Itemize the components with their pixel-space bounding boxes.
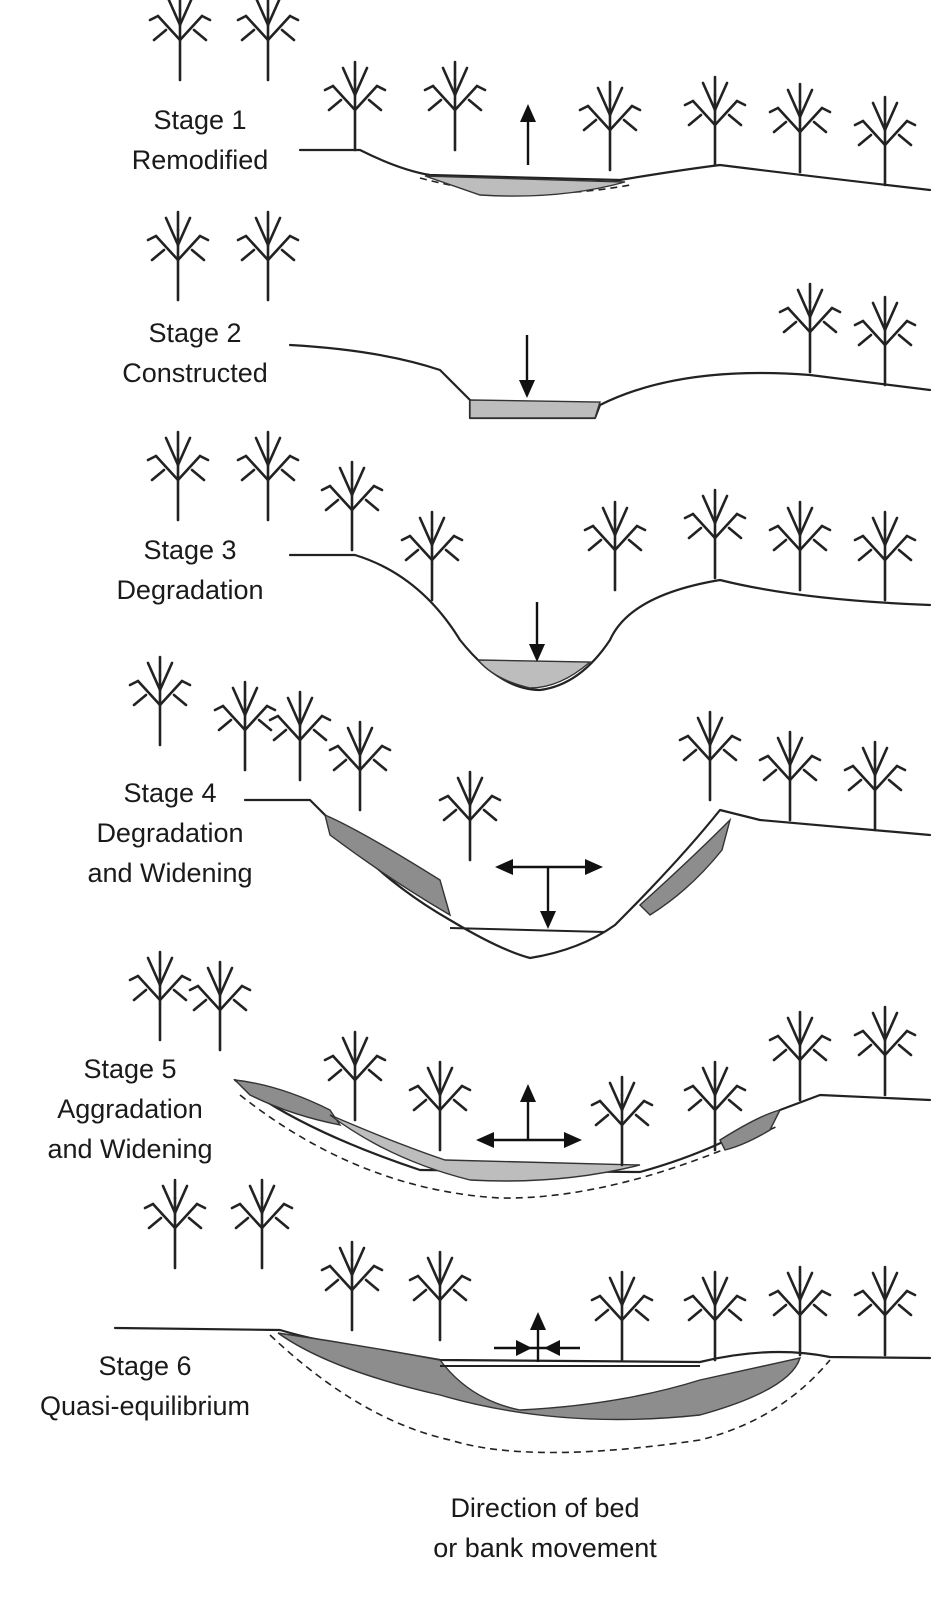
stage-4-label: Stage 4 Degradation and Widening (50, 773, 290, 893)
stage-6-label: Stage 6 Quasi-equilibrium (0, 1346, 290, 1426)
stage-2-label: Stage 2 Constructed (90, 313, 300, 393)
stage-3-label: Stage 3 Degradation (80, 530, 300, 610)
movement-caption: Direction of bed or bank movement (380, 1488, 710, 1568)
tree-icon (145, 1180, 915, 1360)
stage-5-label: Stage 5 Aggradation and Widening (10, 1049, 250, 1169)
stage-5-cross-section (130, 952, 930, 1198)
stage-1-label: Stage 1 Remodified (100, 100, 300, 180)
